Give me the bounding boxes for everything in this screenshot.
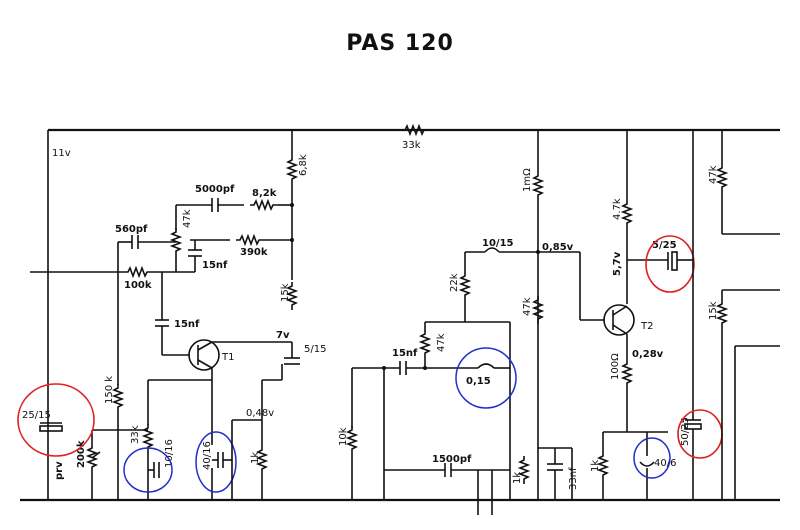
resistor-47k-d [717,163,727,193]
resistor-1m [533,171,543,201]
blue-mark-40-6 [633,437,671,479]
capacitor-15nf-a [188,249,202,257]
trimmer-40-6 [639,461,655,467]
r-10k-label: 10k [338,427,349,446]
pot-5-25-label: 5/25 [652,240,677,251]
r-47k-c-label: 47k [522,297,533,316]
r-1k-c-label: 1k [590,460,601,472]
r-68k-label: 6,8k [298,154,309,176]
red-mark-5-25 [645,235,695,293]
capacitor-33nf [547,463,563,471]
v-5-7v-label: 5,7v [612,251,623,276]
transistor-t1 [188,339,220,371]
capacitor-25-15 [39,422,63,432]
r-100-label: 100Ω [610,353,621,380]
v-085-label: 0,85v [542,242,574,253]
pot-10-16-label: 10/16 [164,439,175,468]
trimmer-10-16 [148,462,160,478]
potentiometer-200k [87,443,101,473]
resistor-47k-c [533,295,543,325]
capacitor-1500pf [444,463,452,477]
r-82k-label: 8,2k [252,188,277,199]
r-4-7k-label: 4.7k [612,198,623,220]
resistor-10k [347,425,357,455]
pot-50-25-label: 50/25 [680,417,691,446]
r-1k-a-label: 1k [250,452,261,464]
pot-40-16-label: 40/16 [202,441,213,470]
capacitor-560pf [131,235,139,249]
trimmer-0-15 [477,363,495,369]
r-15k-a-label: 15k [280,283,291,302]
trimmer-5-15 [284,342,300,365]
v-048-label: 0,48v [246,408,274,419]
c-1500pf-label: 1500pf [432,454,472,465]
r-47k-d-label: 47k [708,165,719,184]
resistor-33k-top [400,125,430,135]
pot-40-6-label: 40/6 [654,458,676,469]
supply-voltage-label: 11v [52,148,71,159]
blue-mark-40-16 [195,431,237,493]
v-028-label: 0,28v [632,349,664,360]
r-390k-label: 390k [240,247,268,258]
t1-label: T1 [221,352,234,363]
r-47k-b-label: 47k [436,333,447,352]
blue-mark-0-15 [455,347,517,409]
prv-label: prv [54,461,65,480]
transistor-t2 [603,304,635,336]
c-15nf-c-label: 15nf [392,348,418,359]
resistor-100 [622,359,632,389]
capacitor-5-25 [667,251,678,271]
resistor-390k [235,235,265,245]
r-33k-top-label: 33k [402,140,421,151]
resistor-82k [249,200,279,210]
resistor-22k [460,271,470,301]
pot-10-15-label: 10/15 [482,238,514,249]
blue-mark-10-16 [123,447,173,493]
resistor-47k-b [420,329,430,359]
trimmer-10-15 [484,247,500,253]
pot-5-15-label: 5/15 [304,344,326,355]
r-22k-label: 22k [449,273,460,292]
schematic-title: PAS 120 [346,31,454,56]
node-15nfc-b [423,366,427,370]
resistor-15k-b [717,299,727,329]
r-33k-e-label: 33k [130,425,141,444]
capacitor-15nf-c [399,361,407,375]
pot-25-15-label: 25/15 [22,410,51,421]
v-7v-label: 7v [276,330,290,341]
resistor-100k [123,267,153,277]
resistor-4-7k [622,199,632,229]
pot-0-15-label: 0,15 [466,376,491,387]
c-15nf-a-label: 15nf [202,260,228,271]
c-33nf-label: 33nf [568,467,579,490]
node-82k [290,203,294,207]
trimmer-40-16 [212,452,224,468]
c-15nf-b-label: 15nf [174,319,200,330]
resistor-150k [113,383,123,413]
c-5000pf-label: 5000pf [195,184,235,195]
r-1k-b-label: 1k [512,472,523,484]
r-47k-fb-label: 47k [182,209,193,228]
capacitor-5000pf [211,198,219,212]
r-150k-label: 150 k [104,376,115,404]
c-560pf-label: 560pf [115,224,148,235]
capacitor-15nf-b [155,319,169,327]
r-100k-label: 100k [124,280,152,291]
t2-label: T2 [640,321,653,332]
pot-200k-label: 200k [76,440,87,468]
resistor-68k [287,155,297,185]
node-390k [290,238,294,242]
red-mark-25-15 [17,383,95,457]
r-1m-label: 1mΩ [522,168,533,192]
r-15k-b-label: 15k [708,301,719,320]
